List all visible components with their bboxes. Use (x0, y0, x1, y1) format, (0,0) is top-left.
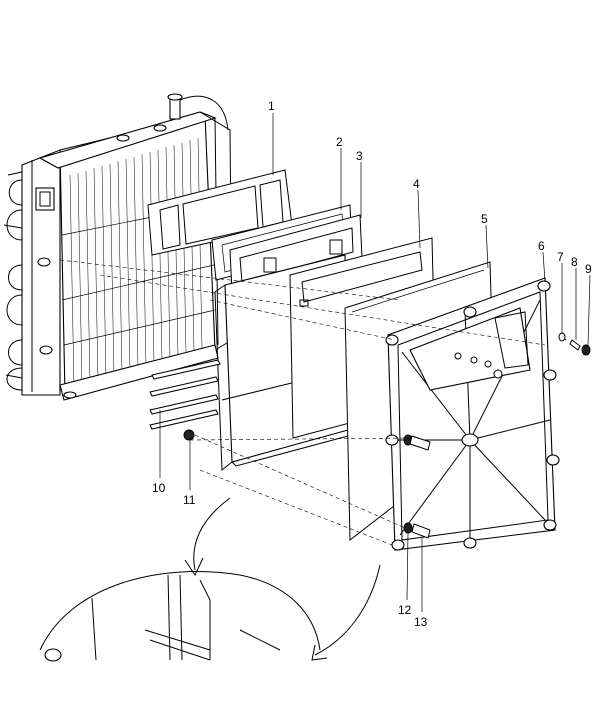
callout-8: 8 (571, 255, 578, 269)
part-6-cover (385, 277, 560, 551)
radiator-core (3, 93, 233, 401)
callout-6: 6 (538, 239, 545, 253)
detail-view (39, 497, 381, 662)
callout-10: 10 (152, 481, 166, 495)
callout-1: 1 (268, 99, 275, 113)
callout-4: 4 (413, 177, 420, 191)
fasteners-7-8-9 (558, 332, 591, 356)
callout-9: 9 (585, 262, 592, 276)
assembly-lines (59, 259, 546, 546)
callout-12: 12 (398, 603, 412, 617)
callout-13: 13 (414, 615, 428, 629)
part-11-nut (183, 429, 195, 441)
callout-2: 2 (336, 135, 343, 149)
fasteners-12-13 (403, 434, 431, 539)
part-10-strips (149, 359, 221, 430)
leader-lines (159, 113, 591, 612)
callout-3: 3 (356, 149, 363, 163)
callout-7: 7 (557, 250, 564, 264)
callout-11: 11 (183, 493, 196, 507)
callout-5: 5 (481, 212, 488, 226)
callout-labels: 1 2 3 4 5 6 7 8 9 10 11 12 13 (152, 99, 592, 629)
